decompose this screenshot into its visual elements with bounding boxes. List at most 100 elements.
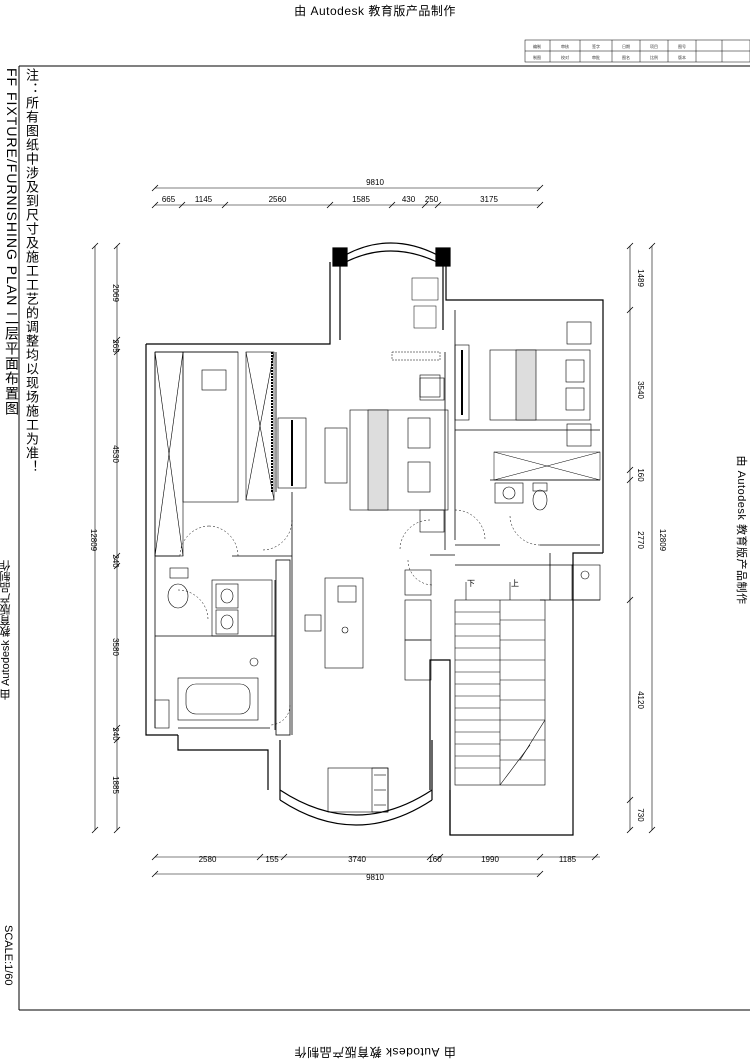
dimension-lines — [94, 187, 653, 875]
dimension-tick — [280, 853, 288, 861]
dimension-label: 3540 — [636, 381, 645, 399]
title-block-cell: 图名 — [622, 54, 630, 60]
dimension-tick — [151, 853, 159, 861]
title-block — [524, 39, 750, 63]
dimension-tick — [151, 184, 159, 192]
dimension-label: 1585 — [352, 195, 370, 204]
dimension-tick — [256, 853, 264, 861]
title-block-cell: 日期 — [622, 43, 630, 49]
dimension-label: 240 — [111, 727, 120, 741]
dimension-label: 2770 — [636, 531, 645, 549]
dimension-tick — [536, 853, 544, 861]
dimension-tick — [113, 336, 121, 344]
sheet-title: FF FIXTURE/FURNISHING PLAN 二层平面布置图 — [4, 68, 20, 417]
dimension-tick — [113, 348, 121, 356]
dimension-tick — [591, 853, 599, 861]
dimension-tick — [436, 853, 444, 861]
sheet-note: 注：所有图纸中涉及到尺寸及施工工艺的调整均以现场施工为准！ — [23, 68, 38, 474]
dimension-label: 1185 — [559, 855, 577, 864]
wardrobe — [154, 351, 275, 557]
title-block-cell: 审批 — [592, 54, 600, 60]
title-block-cell: 图号 — [678, 43, 686, 49]
dimension-label: 265 — [111, 339, 120, 353]
dimension-label: 250 — [425, 195, 439, 204]
dimension-tick — [221, 201, 229, 209]
dimension-label: 1489 — [636, 269, 645, 287]
title-block-cell: 项目 — [650, 43, 658, 49]
dimension-tick — [113, 552, 121, 560]
dimension-tick — [113, 736, 121, 744]
dimension-label: 160 — [636, 468, 645, 482]
staircase — [454, 582, 546, 786]
dimension-tick — [113, 826, 121, 834]
dimension-label: 4120 — [636, 691, 645, 709]
dimension-label: 3740 — [348, 855, 366, 864]
dimension-tick — [648, 826, 656, 834]
dimension-label: 430 — [402, 195, 416, 204]
watermark-top: 由 Autodesk 教育版产品制作 — [294, 4, 456, 18]
dimension-ticks — [91, 184, 656, 878]
dimension-label: 9810 — [366, 178, 384, 187]
door-swings — [177, 509, 541, 726]
dimension-tick — [388, 201, 396, 209]
dimension-tick — [91, 826, 99, 834]
dimension-label: 1145 — [195, 195, 213, 204]
dimension-label: 4530 — [111, 445, 120, 463]
bay-fixtures — [391, 277, 441, 361]
title-block-cell: 审核 — [561, 43, 569, 49]
dimension-label: 2560 — [269, 195, 287, 204]
dimension-label: 12809 — [658, 529, 667, 552]
dimension-label: 240 — [111, 554, 120, 568]
dimension-tick — [113, 724, 121, 732]
dimension-tick — [113, 242, 121, 250]
dimension-tick — [626, 242, 634, 250]
second-closet — [493, 451, 601, 481]
study-furniture — [304, 374, 441, 813]
dimension-label: 9810 — [366, 873, 384, 882]
dimension-tick — [151, 870, 159, 878]
dimension-tick — [648, 242, 656, 250]
title-block-cell: 制图 — [533, 54, 541, 60]
stair-mark: 下 — [467, 579, 475, 588]
dimension-tick — [626, 826, 634, 834]
dimension-label: 730 — [636, 808, 645, 822]
title-block-labels: 编制审核签字日期项目图号制图校对审批图名比例版本 — [533, 43, 686, 60]
dimension-tick — [434, 201, 442, 209]
dimension-label: 2069 — [111, 284, 120, 302]
title-block-cell: 签字 — [592, 43, 600, 49]
dimension-tick — [626, 306, 634, 314]
exterior-walls — [145, 242, 604, 836]
dimension-label: 1990 — [481, 855, 499, 864]
dimension-label: 1885 — [111, 776, 120, 794]
dimension-tick — [626, 466, 634, 474]
dimension-label: 160 — [428, 855, 442, 864]
sheet-scale: SCALE:1/60 — [2, 925, 14, 986]
dimension-tick — [536, 201, 544, 209]
dimension-tick — [113, 562, 121, 570]
dimension-label: 3175 — [480, 195, 498, 204]
title-block-cell: 编制 — [533, 43, 541, 49]
dimension-label: 12809 — [89, 529, 98, 552]
dimension-tick — [536, 184, 544, 192]
bathroom-fixtures — [154, 482, 601, 729]
dimension-tick — [626, 476, 634, 484]
dimension-tick — [91, 242, 99, 250]
dimension-tick — [326, 201, 334, 209]
dimension-label: 155 — [265, 855, 279, 864]
dimension-label: 665 — [162, 195, 176, 204]
master-bed — [277, 377, 449, 533]
dimension-tick — [178, 201, 186, 209]
title-block-cell: 校对 — [561, 54, 569, 60]
sheet-border — [18, 65, 750, 1011]
second-bedroom-bed — [454, 321, 592, 447]
dimension-tick — [426, 853, 434, 861]
dimension-tick — [626, 596, 634, 604]
dimension-label: 2580 — [199, 855, 217, 864]
title-block-cell: 比例 — [650, 54, 658, 60]
stair-mark: 上 — [511, 579, 519, 588]
dimension-tick — [626, 796, 634, 804]
dimension-tick — [421, 201, 429, 209]
dimension-label: 3580 — [111, 638, 120, 656]
dimension-tick — [536, 870, 544, 878]
